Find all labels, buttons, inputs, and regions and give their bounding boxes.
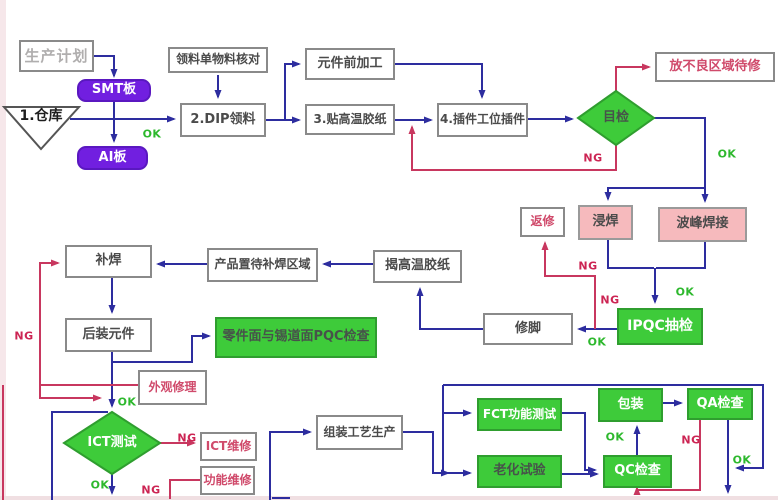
node-insert-station: 4.插件工位插件 xyxy=(437,103,528,137)
node-dip-soldering: 浸焊 xyxy=(578,205,633,240)
node-packing: 包装 xyxy=(598,388,663,422)
photo-edge-bottom xyxy=(0,496,778,500)
flow-label-ok-solder-pass: OK xyxy=(675,285,695,299)
node-cosmetic-repair: 外观修理 xyxy=(138,370,207,405)
node-qa-inspection: QA检查 xyxy=(687,388,753,420)
flow-label-ng-visual-fail: NG xyxy=(583,151,603,165)
flow-label-ng-function-fail: NG xyxy=(141,483,161,497)
flow-label-ng-ict-fail: NG xyxy=(177,431,197,445)
node-touch-up-solder: 补焊 xyxy=(65,245,152,278)
node-ai-board: AI板 xyxy=(77,146,148,170)
node-rework: 返修 xyxy=(520,207,565,237)
flow-label-ok-qc-pass: OK xyxy=(605,430,625,444)
node-ict-test: ICT测试 xyxy=(87,434,137,450)
node-qc-inspection: QC检查 xyxy=(603,455,672,488)
visual-check-diamond-shape xyxy=(576,89,656,147)
flow-label-ng-rework-2: NG xyxy=(600,293,620,307)
photo-edge-left xyxy=(0,0,6,500)
flow-label-ok-ipqc-pass: OK xyxy=(587,335,607,349)
node-component-preprocess: 元件前加工 xyxy=(305,48,395,80)
node-remove-tape: 揭高温胶纸 xyxy=(373,250,462,283)
node-trim-legs: 修脚 xyxy=(483,313,573,345)
flow-label-ok-ict-pass: OK xyxy=(90,478,110,492)
node-aging-test: 老化试验 xyxy=(477,455,562,488)
node-waiting-area: 产品置待补焊区域 xyxy=(207,248,318,282)
node-assembly-production: 组装工艺生产 xyxy=(316,415,403,450)
node-function-repair: 功能维修 xyxy=(200,466,255,495)
node-production-plan: 生产计划 xyxy=(19,40,94,72)
node-material-check: 领料单物料核对 xyxy=(168,47,268,73)
node-wave-soldering: 波峰焊接 xyxy=(658,207,747,242)
node-warehouse: 1.仓库 xyxy=(19,108,63,125)
node-defect-area: 放不良区域待修 xyxy=(655,52,775,82)
flow-label-ok-cosmetic-pass: OK xyxy=(117,395,137,409)
node-post-mount-components: 后装元件 xyxy=(65,318,152,352)
flow-label-ng-rework-1: NG xyxy=(578,259,598,273)
node-ict-repair: ICT维修 xyxy=(200,432,257,461)
flow-label-ng-cosmetic-fail: NG xyxy=(14,329,34,343)
warehouse-triangle-shape xyxy=(1,106,82,151)
node-fct-test: FCT功能测试 xyxy=(477,398,562,431)
flow-label-ok-qa-pass: OK xyxy=(732,453,752,467)
node-apply-tape: 3.贴高温胶纸 xyxy=(305,104,395,135)
flow-label-ok-visual-pass: OK xyxy=(717,147,737,161)
node-visual-inspection: 目检 xyxy=(602,109,629,125)
node-smt-board: SMT板 xyxy=(77,79,151,102)
ict-test-diamond-shape xyxy=(62,410,162,476)
flow-label-ng-qa-fail: NG xyxy=(681,433,701,447)
flow-label-ok-warehouse-dip: OK xyxy=(142,127,162,141)
node-pqc-inspection: 零件面与锡道面PQC检查 xyxy=(215,317,377,358)
node-dip-picking: 2.DIP领料 xyxy=(180,103,266,137)
node-ipqc-sampling: IPQC抽检 xyxy=(617,308,703,345)
